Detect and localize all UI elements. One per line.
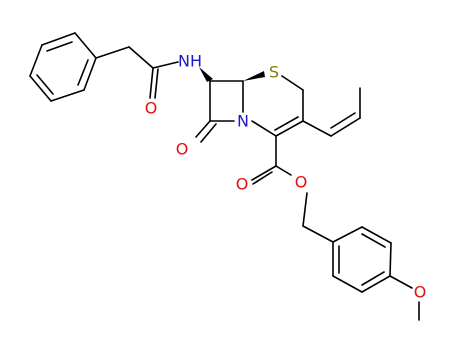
methoxyphenyl-ring <box>332 226 420 321</box>
propenyl-chain <box>302 87 361 137</box>
bicyclic-core <box>195 67 304 143</box>
amide-nh-label: NH <box>178 52 202 71</box>
ester-oxygen-label: O <box>295 173 308 192</box>
side-chain-bonds <box>95 46 179 99</box>
ester-group <box>251 135 334 243</box>
lactam-oxygen-label: O <box>176 140 189 159</box>
sulfur-label: S <box>269 63 279 82</box>
methoxy-oxygen-label: O <box>414 283 427 302</box>
ester-carbonyl-oxygen-label: O <box>236 175 249 194</box>
phenyl-ring <box>29 32 97 102</box>
ring-nitrogen-label: N <box>237 112 249 131</box>
atom-labels: NH O O N S O O O <box>145 52 427 302</box>
amide-oxygen-label: O <box>145 99 158 118</box>
